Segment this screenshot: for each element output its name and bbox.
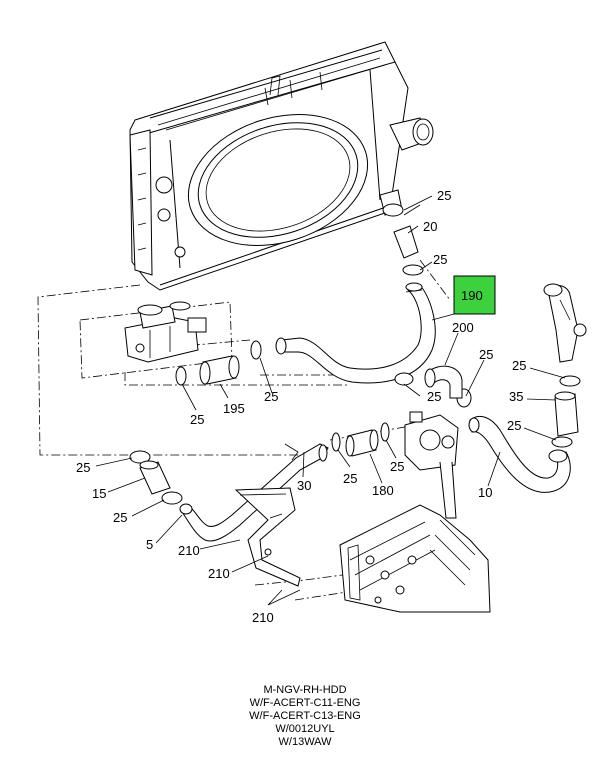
callout-25: 25: [433, 252, 447, 267]
callout-35: 35: [509, 389, 523, 404]
thermostat-housing: [543, 283, 587, 363]
caption-line-3: W/F-ACERT-C13-ENG: [249, 710, 361, 722]
callout-25: 25: [190, 412, 204, 427]
callout-190: 190: [461, 288, 483, 303]
engine-block: [339, 504, 491, 613]
callout-15: 15: [92, 486, 106, 501]
callout-25: 25: [437, 188, 451, 203]
callout-200: 200: [452, 320, 474, 335]
hose-15: [129, 450, 183, 505]
valve-bracket: [124, 301, 207, 363]
caption-line-1: M-NGV-RH-HDD: [263, 684, 347, 696]
hose-10: [468, 415, 571, 493]
callout-210: 210: [252, 610, 274, 625]
caption-line-2: W/F-ACERT-C11-ENG: [249, 697, 361, 709]
hose-35: [551, 375, 581, 448]
hose-20: [382, 203, 424, 276]
callout-25: 25: [113, 510, 127, 525]
callout-25: 25: [390, 459, 404, 474]
bracket-210: [234, 487, 301, 587]
callout-10: 10: [478, 485, 492, 500]
callout-leaders: [95, 195, 566, 606]
valve-assembly: [404, 411, 459, 519]
callout-210: 210: [208, 566, 230, 581]
radiator-assembly: [129, 41, 434, 291]
callout-25: 25: [343, 471, 357, 486]
callout-25: 25: [479, 347, 493, 362]
callout-25: 25: [264, 389, 278, 404]
callout-20: 20: [423, 219, 437, 234]
callout-5: 5: [146, 537, 153, 552]
callout-25: 25: [427, 389, 441, 404]
diagram-caption: M-NGV-RH-HDD W/F-ACERT-C11-ENG W/F-ACERT…: [0, 684, 610, 749]
caption-line-5: W/13WAW: [278, 736, 332, 748]
hose-190: [275, 282, 436, 384]
callout-labels: 25 20 25 190 200 25 25 35 25 25 195 25 2…: [76, 188, 526, 625]
elbow-200: [424, 365, 463, 399]
pipe-5: [179, 443, 329, 542]
callout-30: 30: [297, 478, 311, 493]
sleeve-180: [331, 422, 390, 457]
highlight-box-190: [453, 275, 496, 315]
callout-25: 25: [507, 418, 521, 433]
callout-210: 210: [178, 543, 200, 558]
caption-line-4: W/0012UYL: [275, 723, 335, 735]
callout-25: 25: [512, 358, 526, 373]
callout-195: 195: [223, 401, 245, 416]
clamps-left: [175, 340, 472, 408]
callout-180: 180: [372, 483, 394, 498]
callout-25: 25: [76, 460, 90, 475]
sleeve-195: [199, 355, 240, 385]
